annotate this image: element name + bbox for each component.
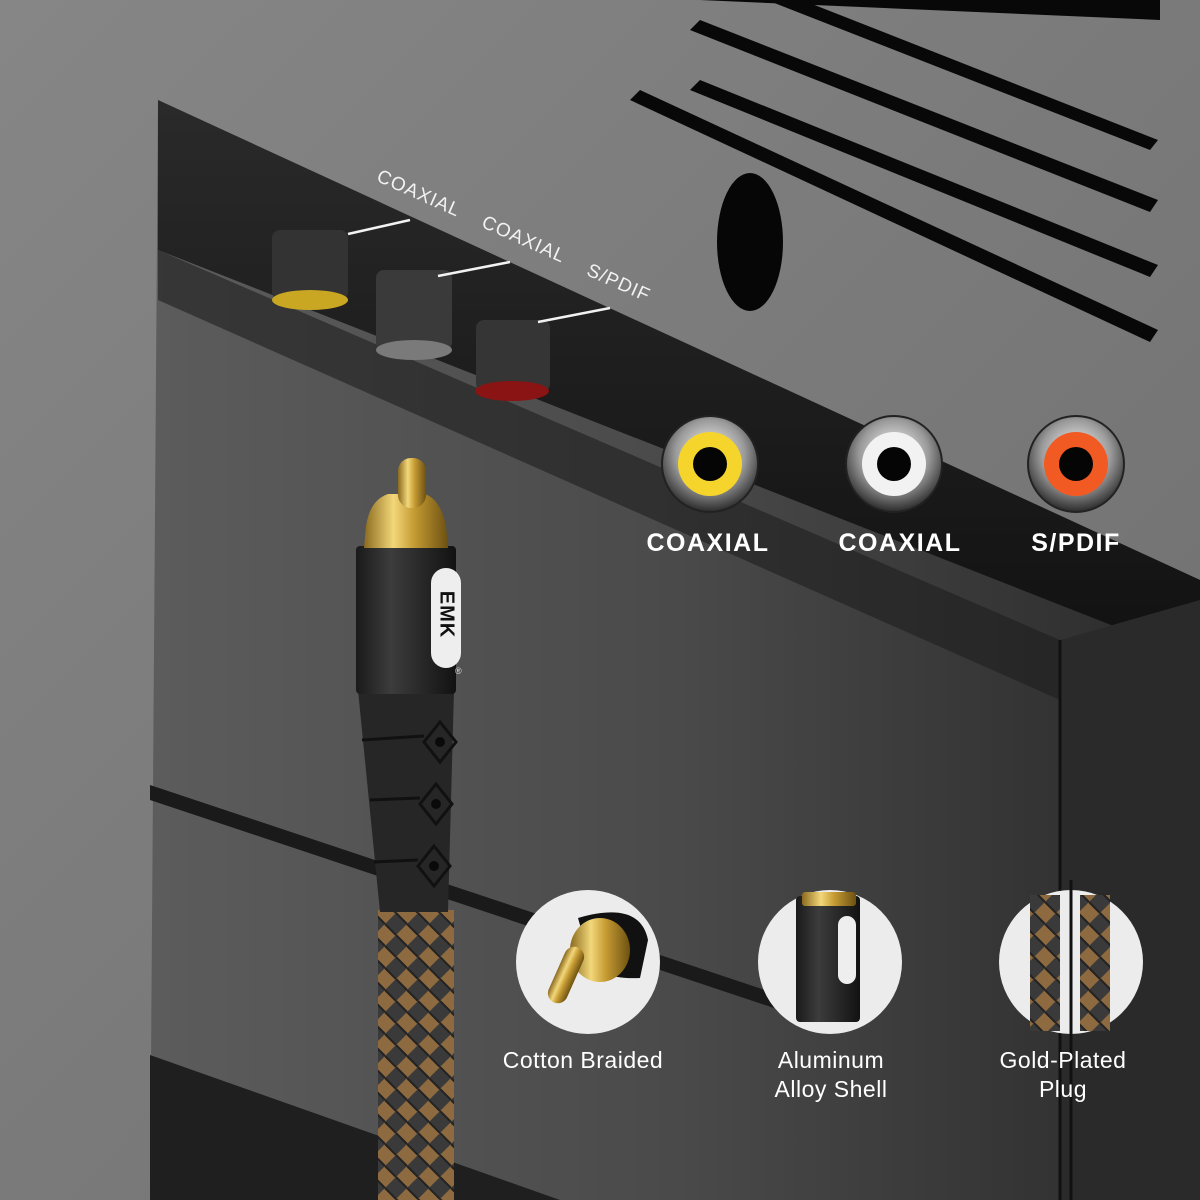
rca-jack-orange-icon	[1027, 415, 1125, 513]
feature-caption-cotton-braided: Cotton Braided	[502, 1047, 664, 1073]
gold-plug	[364, 494, 448, 548]
feature-circle-1	[516, 890, 660, 1034]
rca-jack-white-icon	[845, 415, 943, 513]
brand-logo: EMK	[435, 590, 458, 639]
oval-hole	[717, 173, 783, 311]
feature-circle-2	[758, 890, 902, 1034]
feature-caption-aluminum-alloy-shell: Aluminum Alloy Shell	[774, 1047, 888, 1102]
braided-cable	[378, 910, 454, 1200]
rear-jacks	[272, 230, 550, 401]
registered-mark: ®	[455, 666, 462, 676]
vent-slots	[620, 0, 1160, 342]
port-label-spdif: S/PDIF	[1031, 529, 1121, 557]
feature-caption-gold-plated-plug: Gold-Plated Plug	[999, 1047, 1127, 1102]
rca-jack-yellow-icon	[661, 415, 759, 513]
port-label-coaxial-1: COAXIAL	[646, 529, 770, 557]
feature-circle-3	[999, 880, 1143, 1200]
port-label-coaxial-2: COAXIAL	[838, 529, 962, 557]
